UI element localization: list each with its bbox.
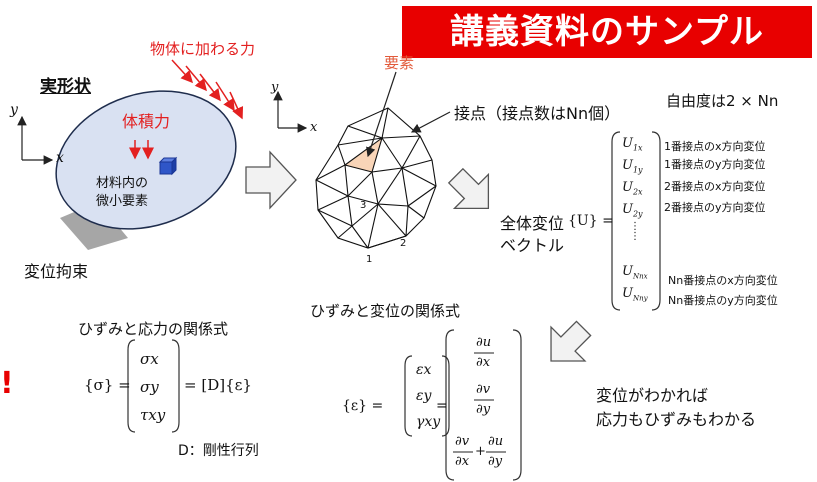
derivative-matrix-brackets: [445, 329, 522, 481]
left-axis-x: x: [56, 150, 64, 166]
stress-vector-brackets: [127, 339, 180, 433]
surface-force-label: 物体に加わる力: [150, 40, 256, 58]
node-pointer: [410, 111, 451, 133]
lecture-sample-banner: 講義資料のサンプル: [402, 6, 812, 58]
strain-equals: =: [436, 398, 448, 414]
dof-entry-1-sub: 1x: [632, 143, 643, 153]
conclusion-line-2: 応力もひずみもわかる: [596, 410, 757, 429]
dof-entry-5-symbol: U: [622, 264, 633, 279]
dof-entry-3-symbol: U: [622, 180, 633, 195]
shear-dv-numerator: ∂v: [455, 434, 470, 449]
flow-arrow-1: [245, 150, 297, 210]
mesh-axis-x: x: [310, 120, 318, 135]
dof-vector-brackets: [611, 131, 661, 311]
dof-entry-6-sub: Nny: [632, 294, 648, 303]
material-element-label-1: 材料内の: [96, 176, 149, 191]
mesh-axes: [273, 90, 308, 133]
edge-exclamation: !: [0, 366, 14, 401]
dv-numerator: ∂v: [476, 382, 491, 397]
dof-entry-4: U2y: [622, 202, 643, 219]
node-number-1: 1: [366, 254, 373, 265]
stress-sigma-y: σy: [140, 378, 159, 396]
dx-denominator: ∂x: [476, 355, 491, 370]
dof-entry-2: U1y: [622, 158, 643, 175]
node-number-3: 3: [360, 200, 367, 211]
strain-gamma-xy: γxy: [416, 414, 441, 430]
stress-tau-xy: τxy: [140, 406, 166, 424]
global-displacement-label-1: 全体変位: [500, 214, 565, 233]
left-axis-y: y: [10, 102, 18, 118]
stress-lhs: {σ} =: [84, 376, 131, 394]
dof-entry-2-sub: 1y: [632, 165, 643, 175]
real-shape-title: 実形状: [40, 77, 91, 97]
element-label: 要素: [384, 54, 415, 72]
node-number-2: 2: [400, 238, 407, 249]
dof-entry-1: U1x: [622, 136, 643, 153]
strain-lhs: {ε} =: [342, 398, 384, 414]
dof-vertical-ellipsis: ⋮⋮: [630, 221, 640, 242]
dof-entry-4-sub: 2y: [632, 209, 643, 219]
shear-du-numerator: ∂u: [488, 434, 504, 449]
strain-relation-title: ひずみと変位の関係式: [310, 302, 461, 320]
dof-entry-5-desc: Nn番接点のx方向変位: [668, 274, 778, 287]
surface-force-arrows: [171, 59, 244, 120]
shear-dx-denominator: ∂x: [455, 454, 470, 469]
shear-plus: +: [475, 444, 486, 459]
dof-entry-4-desc: 2番接点のy方向変位: [664, 201, 766, 214]
dof-entry-5: UNnx: [622, 264, 648, 281]
body-force-label: 体積力: [122, 112, 171, 131]
dof-entry-6-symbol: U: [622, 286, 633, 301]
strain-eps-y: εy: [416, 388, 432, 404]
left-axes: [17, 115, 54, 165]
dof-entry-1-symbol: U: [622, 136, 633, 151]
dof-title: 自由度は2 × Nn: [666, 92, 779, 110]
material-element-cube: [158, 156, 178, 176]
dof-entry-2-desc: 1番接点のy方向変位: [664, 158, 766, 171]
element-pointer: [366, 71, 397, 158]
conclusion-line-1: 変位がわかれば: [596, 386, 709, 405]
flow-arrow-2: [447, 167, 490, 210]
shear-dy-denominator: ∂y: [488, 454, 503, 469]
stress-relation-title: ひずみと応力の関係式: [78, 320, 229, 338]
strain-eps-x: εx: [416, 362, 432, 378]
dof-entry-6-desc: Nn番接点のy方向変位: [668, 294, 778, 307]
body-shape: [55, 90, 237, 230]
dof-entry-3-sub: 2x: [632, 187, 643, 197]
dof-entry-3-desc: 2番接点のx方向変位: [664, 180, 766, 193]
dof-entry-2-symbol: U: [622, 158, 633, 173]
global-displacement-symbol: {U} =: [568, 213, 614, 229]
node-label: 接点（接点数はNn個）: [454, 104, 621, 123]
global-displacement-label-2: ベクトル: [500, 236, 565, 255]
dof-entry-4-symbol: U: [622, 202, 633, 217]
du-numerator: ∂u: [476, 335, 492, 350]
stress-sigma-x: σx: [140, 350, 159, 368]
dof-entry-6: UNny: [622, 286, 648, 303]
dof-entry-1-desc: 1番接点のx方向変位: [664, 140, 766, 153]
body-force-arrows: [129, 140, 154, 160]
dof-entry-5-sub: Nnx: [632, 272, 648, 281]
mesh-axis-y: y: [271, 80, 279, 95]
fraction-bars: [453, 352, 506, 453]
flow-arrow-3: [550, 320, 592, 362]
fe-mesh: [315, 107, 437, 249]
stress-rhs: = [D]{ε}: [184, 376, 252, 394]
displacement-constraint-label: 変位拘束: [24, 262, 89, 281]
stiffness-matrix-note: D：剛性行列: [178, 443, 259, 459]
dy-denominator: ∂y: [476, 402, 491, 417]
dof-entry-3: U2x: [622, 180, 643, 197]
material-element-label-2: 微小要素: [96, 194, 149, 209]
